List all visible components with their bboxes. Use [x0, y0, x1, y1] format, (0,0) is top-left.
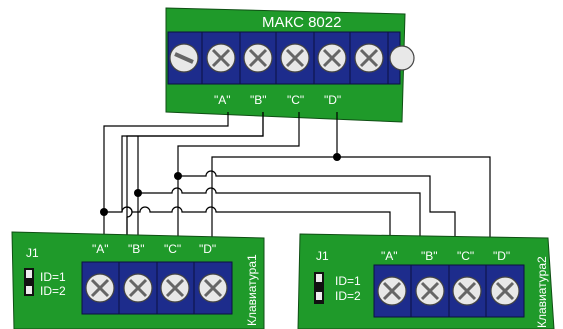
keypad-1-screw-b — [122, 272, 154, 304]
keypad-2-id1-label: ID=1 — [335, 274, 361, 288]
wire-b-main — [126, 112, 264, 207]
keypad-1-jumper-label: J1 — [26, 246, 39, 260]
junction-d — [333, 153, 341, 161]
controller-title: МАКС 8022 — [262, 14, 341, 31]
keypad-1-terminal-a-label: "A" — [92, 242, 109, 256]
keypad-1-terminal-block — [81, 261, 233, 315]
keypad-1-board: J1 ID=1 ID=2 "A" "B" "C" "D" Клавиатура1 — [11, 231, 265, 329]
keypad-2-id2-label: ID=2 — [335, 289, 361, 303]
wire-a — [103, 112, 229, 243]
keypad-1-id1-label: ID=1 — [40, 270, 66, 284]
keypad-2-terminal-d-label: "D" — [493, 249, 510, 263]
keypad-2-terminal-block — [373, 264, 525, 318]
junction-b — [134, 189, 142, 197]
keypad-2-terminal-b-label: "B" — [421, 249, 438, 263]
junction-dots — [100, 153, 341, 216]
keypad-1-terminal-b-label: "B" — [128, 242, 145, 256]
controller-screw-7-partial — [389, 45, 415, 71]
keypad-2-jumper — [314, 272, 324, 304]
controller-terminal-block — [167, 31, 415, 85]
controller-terminal-c-label: "C" — [287, 93, 304, 107]
keypad-1-screw-a — [84, 272, 116, 304]
wire-d — [211, 112, 338, 242]
keypad-1-name: Клавиатура1 — [245, 254, 259, 326]
junction-a — [100, 208, 108, 216]
wire-c — [177, 112, 300, 242]
wire-b — [121, 112, 264, 242]
keypad-1-jumper — [24, 268, 34, 296]
keypad-2-jumper-label: J1 — [316, 249, 329, 263]
wire-c-branch — [178, 170, 456, 245]
controller-terminal-b-label: "B" — [250, 93, 267, 107]
controller-screw-1 — [169, 43, 199, 73]
keypad-1-id2-label: ID=2 — [40, 284, 66, 298]
controller-screw-4 — [279, 42, 311, 74]
keypad-2-screw-c — [451, 275, 483, 307]
keypad-2-screw-d — [489, 275, 521, 307]
wire-b-branch — [138, 187, 421, 245]
wire-d-branch — [337, 156, 491, 245]
keypad-2-terminal-a-label: "A" — [381, 249, 398, 263]
controller-board: МАКС 8022 "A" "B" "C" "D" — [165, 7, 415, 123]
keypad-1-terminal-c-label: "C" — [164, 242, 181, 256]
keypad-2-screw-b — [414, 275, 446, 307]
controller-screw-5 — [316, 42, 348, 74]
keypad-2-screw-a — [376, 275, 408, 307]
junction-c — [174, 172, 182, 180]
controller-terminal-d-label: "D" — [324, 93, 341, 107]
controller-screw-6 — [353, 42, 385, 74]
keypad-2-board: J1 ID=1 ID=2 "A" "B" "C" "D" Клавиатура2 — [297, 233, 555, 329]
keypad-1-screw-c — [159, 272, 191, 304]
controller-screw-3 — [242, 42, 274, 74]
controller-terminal-a-label: "A" — [214, 93, 231, 107]
wiring — [103, 112, 491, 245]
keypad-2-name: Клавиатура2 — [535, 256, 549, 328]
keypad-2-terminal-c-label: "C" — [457, 249, 474, 263]
keypad-1-screw-d — [197, 272, 229, 304]
controller-screw-2 — [205, 42, 237, 74]
keypad-1-terminal-d-label: "D" — [199, 242, 216, 256]
